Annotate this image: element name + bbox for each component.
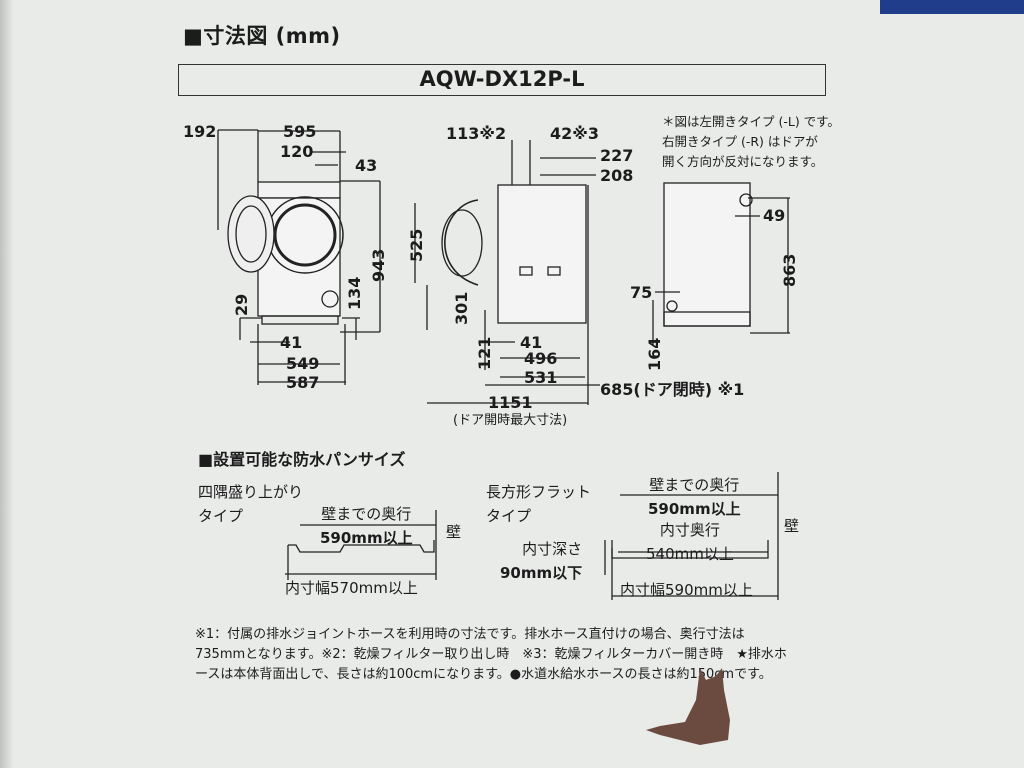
page-title: ■寸法図 (mm): [183, 24, 341, 48]
label: 540mm以上: [646, 545, 734, 563]
label: 590mm以上: [648, 500, 741, 518]
pan-type1-name: 四隅盛り上がり タイプ: [198, 480, 303, 528]
footnote-line: ースは本体背面出しで、長さは約100cmになります。●水道水給水ホースの長さは約…: [195, 667, 772, 682]
dim-113: 113※2: [446, 124, 507, 143]
dim-192: 192: [183, 122, 217, 141]
label: 内寸深さ: [522, 540, 583, 558]
dim-75: 75: [630, 283, 653, 302]
pan-type2-width: 内寸幅590mm以上: [620, 581, 753, 599]
pan-type1-width: 内寸幅570mm以上: [285, 579, 418, 597]
dim-1151-note: (ドア開時最大寸法): [453, 413, 568, 428]
label: タイプ: [486, 507, 532, 525]
dim-587: 587: [286, 373, 320, 392]
dim-41-front: 41: [280, 333, 303, 352]
footnotes: ※1：付属の排水ジョイントホースを利用時の寸法です。排水ホース直付けの場合、奥行…: [195, 625, 787, 685]
screen-bezel-strip: [880, 0, 1024, 14]
pan-type1-depth: 壁までの奥行 590mm以上: [320, 502, 413, 550]
note-line: 開く方向が反対になります。: [662, 154, 824, 169]
side-view-drawing: [414, 140, 600, 405]
back-view-drawing: [652, 182, 790, 345]
label: タイプ: [198, 507, 244, 525]
label: 長方形フラット: [486, 483, 592, 501]
footnote-line: 735mmとなります。※2：乾燥フィルター取り出し時 ※3：乾燥フィルターカバー…: [195, 647, 787, 662]
dim-41-side: 41: [520, 333, 543, 352]
pan-type2-depth: 壁までの奥行 590mm以上: [648, 473, 741, 521]
label: 壁までの奥行: [649, 476, 740, 494]
dim-496: 496: [524, 349, 558, 368]
label: 壁までの奥行: [321, 505, 412, 523]
pan-type1-wall: 壁: [446, 523, 462, 541]
screen-edge-shade: [0, 0, 14, 768]
orientation-note: ＊図は左開きタイプ (-L) です。 右開きタイプ (-R) はドアが 開く方向…: [662, 112, 840, 172]
note-line: 右開きタイプ (-R) はドアが: [662, 134, 818, 149]
pan-heading: ■設置可能な防水パンサイズ: [198, 450, 406, 469]
pan-type1-drawing: [285, 510, 437, 580]
dim-42: 42※3: [550, 124, 599, 143]
dim-208: 208: [600, 166, 634, 185]
dim-549: 549: [286, 354, 320, 373]
pan-type2-inner-depth: 内寸奥行 540mm以上: [646, 518, 734, 566]
model-name: AQW-DX12P-L: [178, 64, 826, 96]
footnote-line: ※1：付属の排水ジョイントホースを利用時の寸法です。排水ホース直付けの場合、奥行…: [195, 627, 745, 642]
dim-120: 120: [280, 142, 314, 161]
dim-595: 595: [283, 122, 317, 141]
dim-685: 685(ドア閉時) ※1: [600, 380, 745, 399]
label: 内寸奥行: [659, 521, 720, 539]
pan-type2-drawing: [604, 472, 779, 600]
pan-type2-name: 長方形フラット タイプ: [486, 480, 591, 528]
label: 90mm以下: [500, 564, 583, 582]
dim-531: 531: [524, 368, 558, 387]
dim-49: 49: [763, 206, 786, 225]
pan-type2-inner-height: 内寸深さ 90mm以下: [500, 537, 582, 585]
dim-1151: 1151: [488, 393, 533, 412]
label: 四隅盛り上がり: [198, 483, 304, 501]
note-line: ＊図は左開きタイプ (-L) です。: [662, 114, 840, 129]
front-view-drawing: [217, 129, 381, 385]
dim-227: 227: [600, 146, 634, 165]
label: 590mm以上: [320, 529, 413, 547]
dim-43: 43: [355, 156, 378, 175]
pan-type2-wall: 壁: [784, 517, 800, 535]
